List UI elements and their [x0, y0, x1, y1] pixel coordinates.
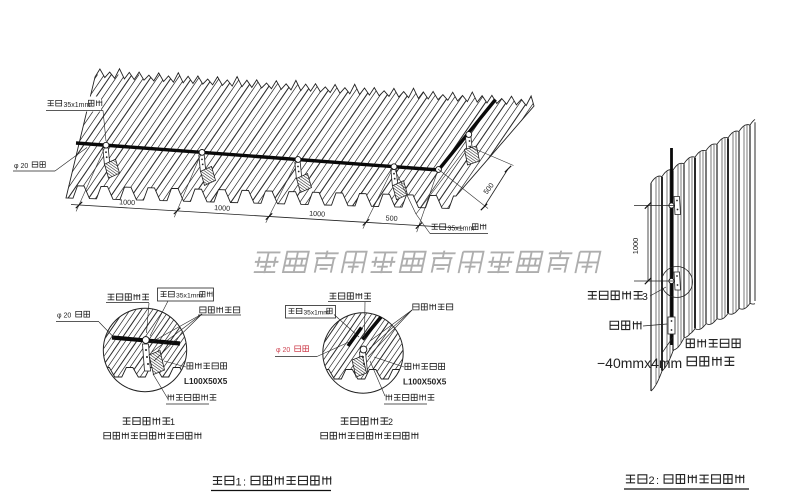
- svg-text:L100X50X5: L100X50X5: [184, 377, 228, 386]
- svg-text:3: 3: [642, 291, 648, 303]
- svg-text:1000: 1000: [119, 197, 136, 207]
- svg-text:35x1mm: 35x1mm: [64, 102, 91, 109]
- svg-text:φ 20: φ 20: [14, 163, 28, 170]
- svg-text:1000: 1000: [309, 209, 326, 219]
- svg-text:1: 1: [236, 477, 242, 489]
- svg-text:−40mmx4mm: −40mmx4mm: [597, 355, 682, 371]
- svg-text:2: 2: [388, 417, 393, 427]
- svg-text::: :: [243, 477, 246, 489]
- svg-text:L100X50X5: L100X50X5: [403, 378, 447, 387]
- svg-text:35x1mm: 35x1mm: [448, 226, 475, 233]
- svg-text:35x1mm: 35x1mm: [176, 293, 202, 300]
- svg-text:φ 20: φ 20: [57, 313, 71, 320]
- svg-text:φ 20: φ 20: [276, 347, 290, 354]
- svg-text:500: 500: [385, 213, 398, 223]
- svg-text:35x1mm: 35x1mm: [304, 310, 330, 317]
- svg-text:1000: 1000: [214, 203, 231, 213]
- svg-text:1000: 1000: [631, 238, 640, 254]
- svg-text:1: 1: [170, 417, 175, 427]
- svg-text::: :: [656, 475, 659, 487]
- svg-text:2: 2: [649, 475, 655, 487]
